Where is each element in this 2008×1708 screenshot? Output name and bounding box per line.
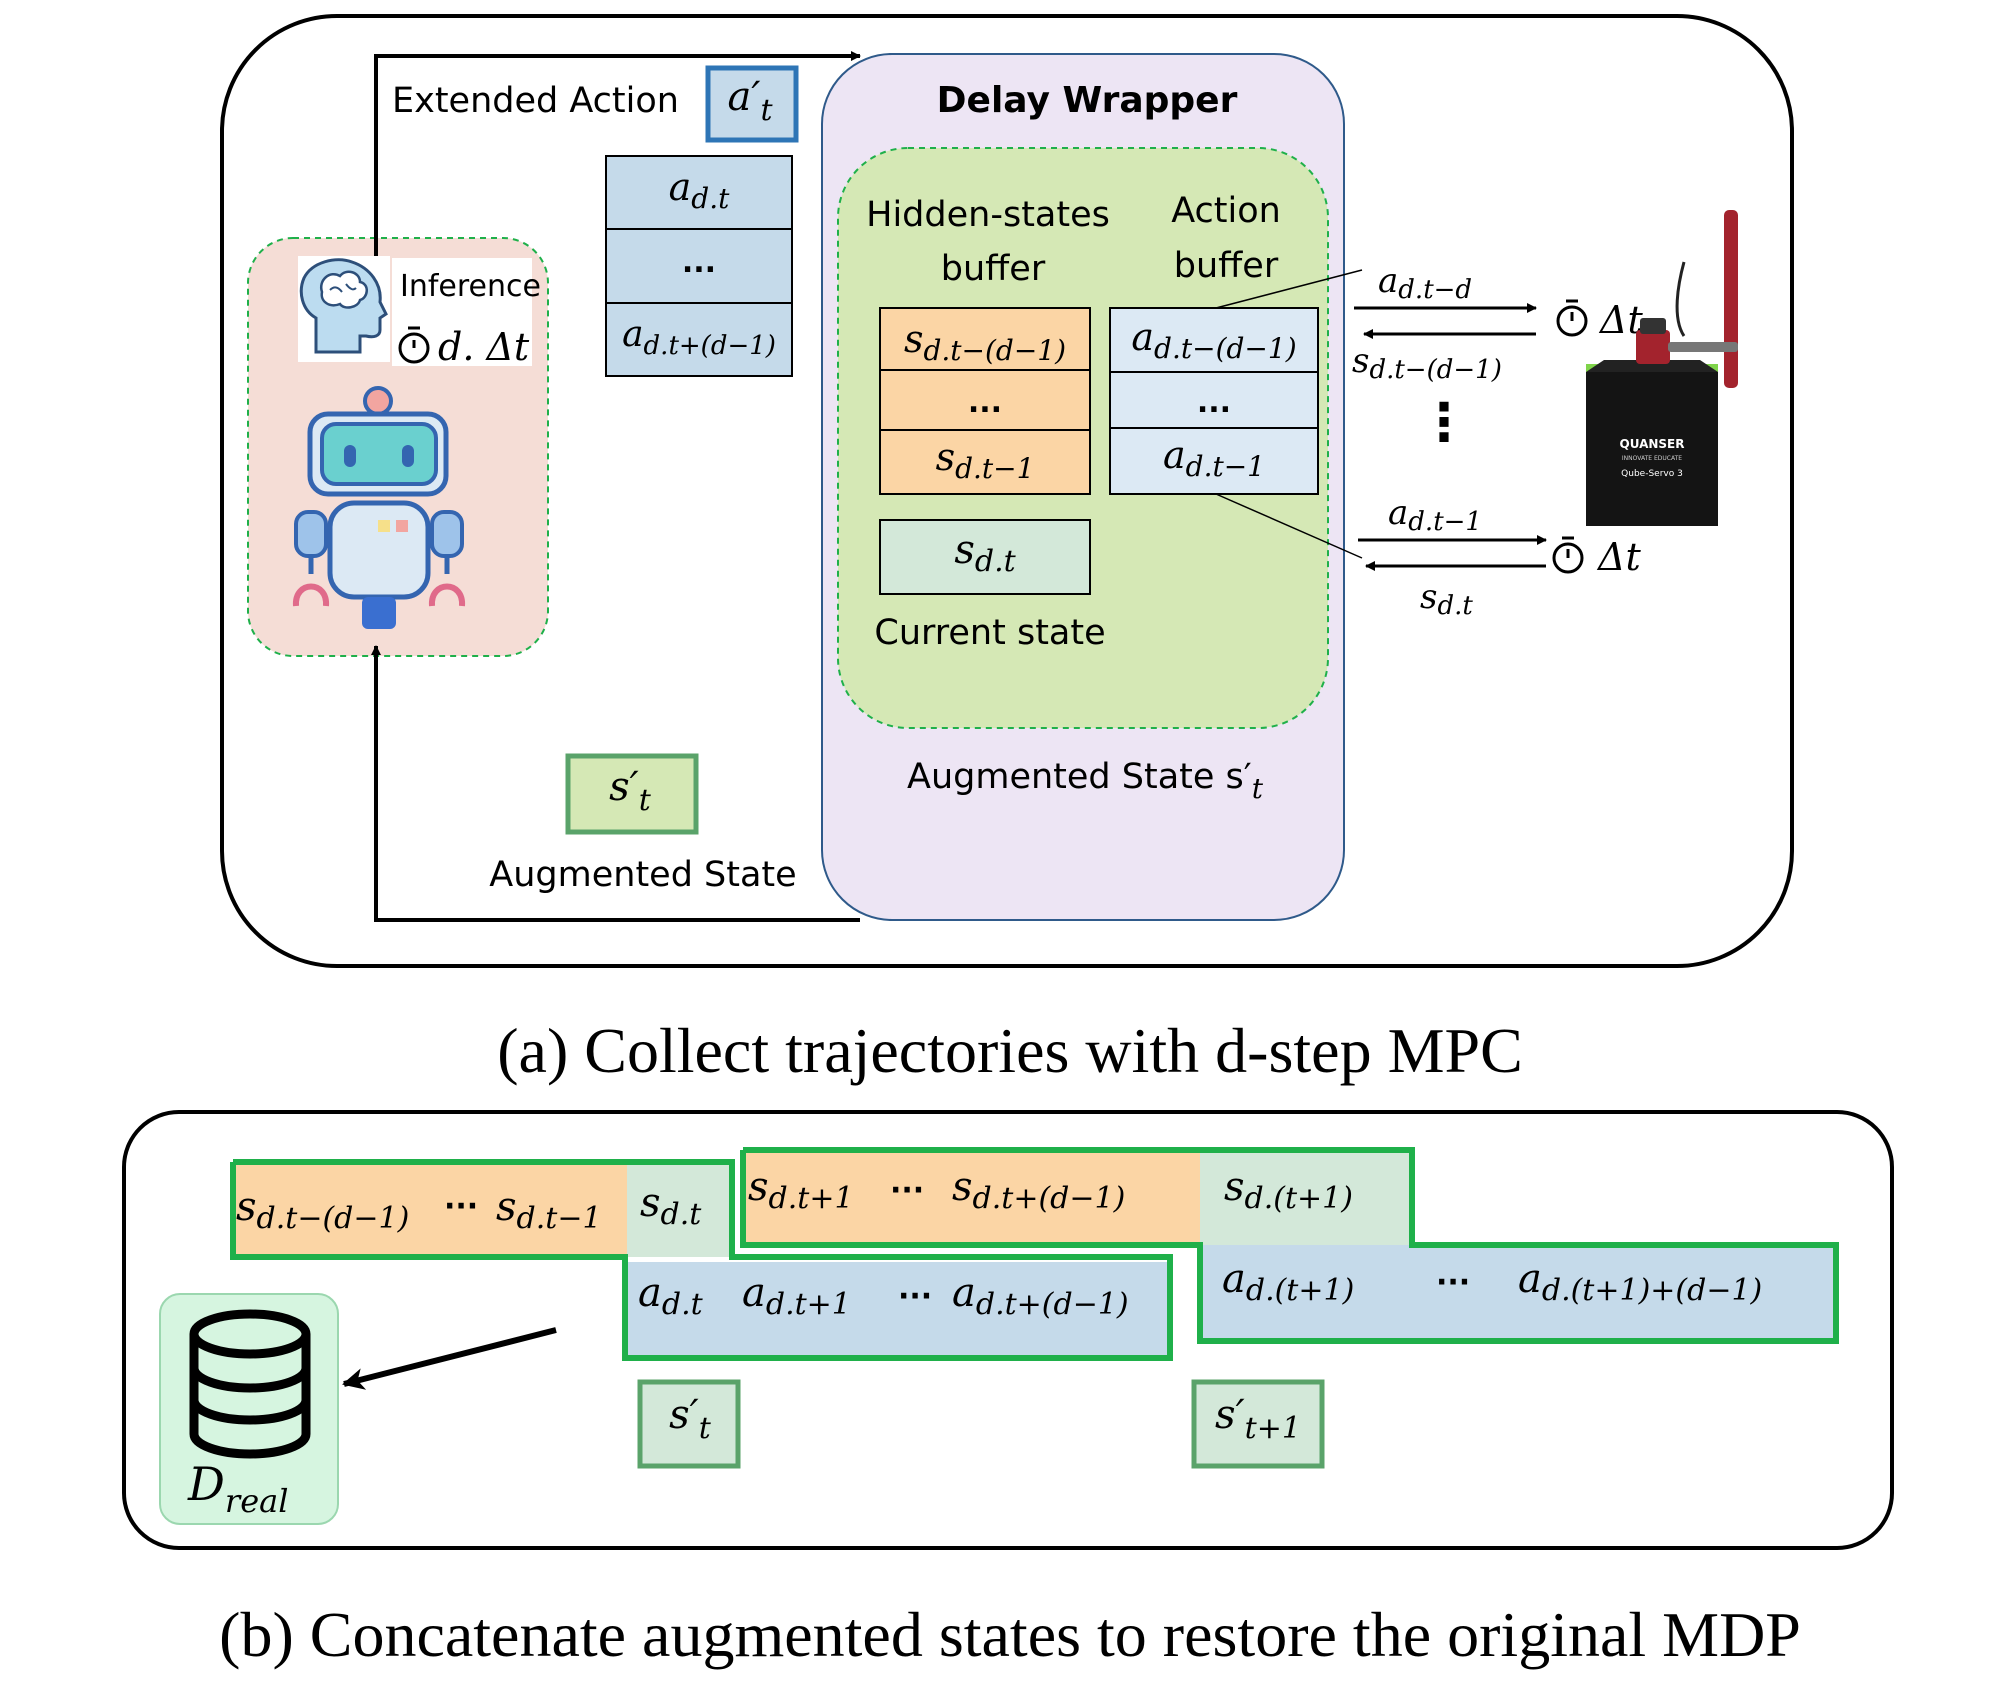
row1-states-fill [233,1162,627,1257]
device-brand: QUANSER [1620,437,1685,451]
dataset-box [159,1293,339,1525]
database-icon [189,1309,311,1459]
panel-b-caption: (b) Concatenate augmented states to rest… [219,1599,1801,1670]
stopwatch-icon-top [1556,299,1588,337]
aug-state-t1-box [1191,1379,1325,1469]
extended-action-label: Extended Action [392,81,679,121]
robot-icon [292,386,466,629]
stopwatch-icon-bottom [1552,536,1584,574]
row1-state-1: sd.t−(d−1) [236,1184,409,1236]
hidden-cell-2: ... [968,385,1002,420]
hidden-states-buffer: sd.t−(d−1) ... sd.t−1 [879,307,1091,495]
extended-action-symbol: a′t [728,74,774,128]
action-buffer-title-line1: Action [1171,191,1281,231]
device-model: Qube-Servo 3 [1621,469,1683,479]
hidden-buffer-title-line2: buffer [941,249,1046,289]
dataset-label: Dreal [187,1457,288,1520]
current-state-box [879,519,1091,595]
hidden-buffer-frame [879,307,1091,495]
row1-state-2: sd.t−1 [496,1184,602,1236]
action-sequence-frame [605,155,793,377]
row2-current-state-fill [1200,1150,1412,1245]
env-top-action: ad.t−d [1378,261,1472,305]
device-tagline: INNOVATE EDUCATE [1622,455,1682,462]
row1-action-1: ad.t [638,1270,704,1322]
delta-t-bottom: Δt [1596,535,1641,579]
row1-action-2: ad.t+1 [742,1270,851,1322]
env-top-state: sd.t−(d−1) [1352,341,1502,385]
inference-time: d. Δt [438,325,530,369]
row1-actions-fill [625,1262,1170,1358]
row2-action-dots: ··· [1436,1265,1470,1300]
connector-line-bottom [1215,493,1363,559]
action-buffer: ad.t−(d−1) ... ad.t−1 [1109,307,1319,495]
inference-label: Inference [400,269,541,304]
panel-a-caption: (a) Collect trajectories with d-step MPC [497,1015,1523,1086]
action-sequence-item-2: ... [682,245,716,280]
row2-action-2: ad.(t+1)+(d−1) [1518,1256,1762,1308]
aug-state-t-label: s′t [669,1392,712,1446]
action-cell-2: ... [1197,385,1231,420]
action-buffer-title-line2: buffer [1174,246,1279,286]
row1-action-3: ad.t+(d−1) [952,1270,1129,1322]
action-cell-3: ad.t−1 [1163,433,1265,483]
panel-a: Delay Wrapper Hidden-states buffer Actio… [220,14,1794,1086]
augmented-state-text: Augmented State [489,855,796,895]
augmented-state-wrapper-label: Augmented State s′t [907,757,1264,805]
action-cell-1: ad.t−(d−1) [1131,315,1296,365]
augmented-state-symbol: s′t [609,764,652,818]
delta-t-top: Δt [1598,298,1643,342]
augmented-state-t-outline [230,1159,1173,1361]
row2-action-1: ad.(t+1) [1222,1256,1354,1308]
to-dataset-arrow [342,1327,557,1390]
row2-states-fill [743,1150,1200,1245]
hidden-cell-3: sd.t−1 [936,435,1035,485]
current-state-symbol: sd.t [954,527,1016,579]
row2-state-3: sd.(t+1) [1224,1164,1353,1216]
action-sequence: ad.t ... ad.t+(d−1) [605,155,793,377]
row2-state-2: sd.t+(d−1) [952,1164,1125,1216]
action-buffer-frame [1109,307,1319,495]
delay-wrapper-title: Delay Wrapper [937,80,1238,121]
current-state-label: Current state [874,613,1105,653]
aug-state-t1-label: s′t+1 [1215,1392,1301,1446]
augmented-state-t1-outline [740,1147,1839,1344]
panel-b: sd.t−(d−1) ··· sd.t−1 sd.t ad.t ad.t+1 ·… [122,1110,1894,1670]
aug-state-t-box [637,1379,741,1469]
action-sequence-item-3: ad.t+(d−1) [622,314,776,361]
row2-actions-fill [1200,1245,1836,1341]
row1-action-dots: ··· [898,1279,932,1314]
augmented-state-box [565,753,699,835]
row2-state-dots: ··· [890,1173,924,1208]
action-sequence-item-1: ad.t [669,165,730,215]
hidden-buffer-title-line1: Hidden-states [866,195,1110,235]
state-feedback-arrow [371,645,860,922]
env-bottom-state: sd.t [1420,577,1473,621]
row1-state-dots: ··· [444,1189,478,1224]
extended-action-box [705,65,799,143]
env-vertical-dots: ⋮ [1418,393,1470,453]
action-output-arrow [374,51,861,258]
row2-state-1: sd.t+1 [748,1164,854,1216]
hidden-cell-1: sd.t−(d−1) [904,317,1066,367]
connector-line-top [1215,269,1363,309]
env-bottom-action: ad.t−1 [1388,493,1482,537]
row1-state-3: sd.t [640,1180,702,1232]
row1-current-state-fill [627,1162,732,1257]
qube-servo-device: QUANSER INNOVATE EDUCATE Qube-Servo 3 [1586,210,1738,526]
brain-head-icon [298,256,390,362]
stopwatch-icon [398,326,430,364]
